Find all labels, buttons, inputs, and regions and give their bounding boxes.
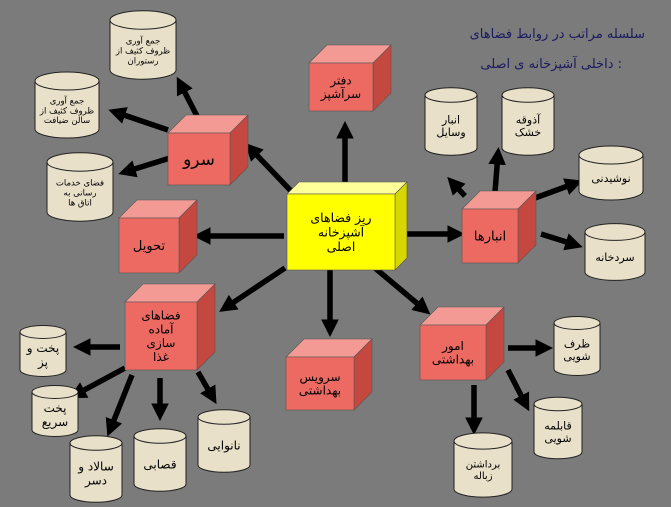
arrow-to-serving	[245, 142, 294, 194]
box-sanitary-affairs-line-2: بهداشتی	[432, 353, 474, 367]
center-box-line-1: ریز فضاهای	[310, 210, 371, 226]
cylinder-salad-dessert-line-1: سالاد و	[77, 460, 114, 475]
box-food-prep-line-4: غذا	[153, 350, 169, 364]
cylinder-dry-food-line-2: خشک	[515, 126, 541, 139]
box-delivery[interactable]: تحویل	[118, 199, 198, 274]
arrow-to-collect-hall	[108, 107, 169, 133]
title-line-2: داخلی آشپزخانه ی اصلی :	[480, 55, 622, 72]
center-box-line-2: آشپزخانه	[318, 224, 365, 240]
arrow-to-food-prep	[219, 265, 287, 312]
arrow-to-salad-dessert	[105, 373, 135, 437]
arrow-to-potwash	[505, 368, 530, 412]
cylinder-dry-food-line-1: آذوقه	[516, 112, 541, 126]
arrow-to-cold-room	[540, 231, 583, 251]
cylinder-quick-cooking-line-2: سریع	[42, 415, 68, 430]
arrows-layer	[68, 76, 583, 437]
cylinder-collect-hall-line-1: جمع آوری	[50, 95, 85, 107]
cylinder-dishwash-line-1: ظرف	[564, 337, 590, 350]
cylinder-collect-restaurant-line-2: ظروف کثیف از	[115, 47, 170, 57]
cylinder-beverage-line-1: نوشیدنی	[591, 172, 630, 185]
cylinder-bakery[interactable]: نانوایی	[197, 409, 251, 473]
arrow-to-collect-restaurant	[176, 76, 201, 120]
box-food-prep-line-3: سازی	[147, 336, 176, 351]
cylinder-service-space-line-3: اتاق ها	[68, 198, 92, 208]
center-box-line-3: اصلی	[327, 239, 356, 254]
box-sanitary-service-line-2: بهداشتی	[299, 384, 341, 398]
cylinder-potwash-line-2: شویی	[544, 432, 571, 445]
cylinder-collect-hall-line-2: ظروف کثیف از	[39, 106, 94, 116]
cylinder-cold-room[interactable]: سردخانه	[584, 223, 646, 281]
cylinder-tools-store-line-2: وسایل	[436, 126, 465, 139]
arrow-to-service-space	[118, 155, 171, 178]
cylinder-quick-cooking-line-1: پخت	[44, 401, 67, 415]
cylinder-cold-room-line-1: سردخانه	[595, 251, 634, 264]
arrow-to-dry-food	[488, 146, 506, 193]
cylinder-salad-dessert-line-2: دسر	[84, 473, 107, 488]
box-serving-line-1: سرو	[182, 150, 215, 170]
cylinder-dishwash-line-2: شویی	[563, 350, 590, 363]
title-line-1: سلسله مراتب در روابط فضاهای	[470, 27, 645, 42]
box-delivery-line-1: تحویل	[133, 239, 166, 254]
box-serving[interactable]: سرو	[167, 114, 249, 186]
box-food-prep-line-1: فضاهای	[141, 309, 180, 323]
cylinder-collect-restaurant-line-1: جمع آوری	[126, 35, 161, 47]
cylinder-collect-restaurant-line-3: رستوران	[128, 56, 159, 66]
box-sanitary-affairs-line-1: امور	[441, 339, 464, 354]
arrow-to-tools-store	[447, 176, 468, 198]
cylinder-beverage[interactable]: نوشیدنی	[578, 145, 644, 201]
cylinder-service-space-line-2: رسانی به	[64, 189, 97, 199]
cylinder-butchery-line-1: قصابی	[143, 458, 176, 472]
cylinder-waste-line-2: زباله	[473, 471, 492, 482]
cylinder-waste-line-1: برداشتن	[466, 460, 501, 471]
cylinder-cooking-baking-line-1: پخت و	[26, 341, 59, 356]
arrow-to-sanitary-affairs	[373, 265, 431, 315]
box-storages-line-1: انبارها	[474, 230, 506, 245]
box-sanitary-service-line-1: سرویس	[299, 370, 340, 385]
title: سلسله مراتب در روابط فضاهای داخلی آشپزخا…	[470, 27, 645, 72]
cylinder-cooking-baking-line-2: پز	[37, 355, 48, 370]
box-dining-manager-line-2: سرآشپز	[320, 86, 361, 102]
box-dining-manager-line-1: دفتر	[329, 73, 351, 88]
cylinder-tools-store-line-1: انبار	[441, 113, 460, 126]
box-food-prep-line-2: آماده	[148, 321, 174, 336]
cylinder-potwash-line-1: قابلمه	[544, 420, 572, 433]
cylinder-service-space-line-1: فضای خدمات	[56, 179, 104, 189]
cylinder-butchery[interactable]: قصابی	[133, 428, 187, 492]
cylinder-bakery-line-1: نانوایی	[207, 439, 240, 454]
arrow-to-beverage	[534, 178, 583, 201]
cylinder-collect-hall-line-3: سالن ضیافت	[44, 116, 90, 126]
arrow-to-bakery	[195, 370, 217, 405]
cylinder-cooking-baking[interactable]: پخت وپز	[19, 325, 67, 377]
arrow-to-quick-cooking	[68, 365, 127, 399]
box-storages[interactable]: انبارها	[461, 190, 537, 264]
